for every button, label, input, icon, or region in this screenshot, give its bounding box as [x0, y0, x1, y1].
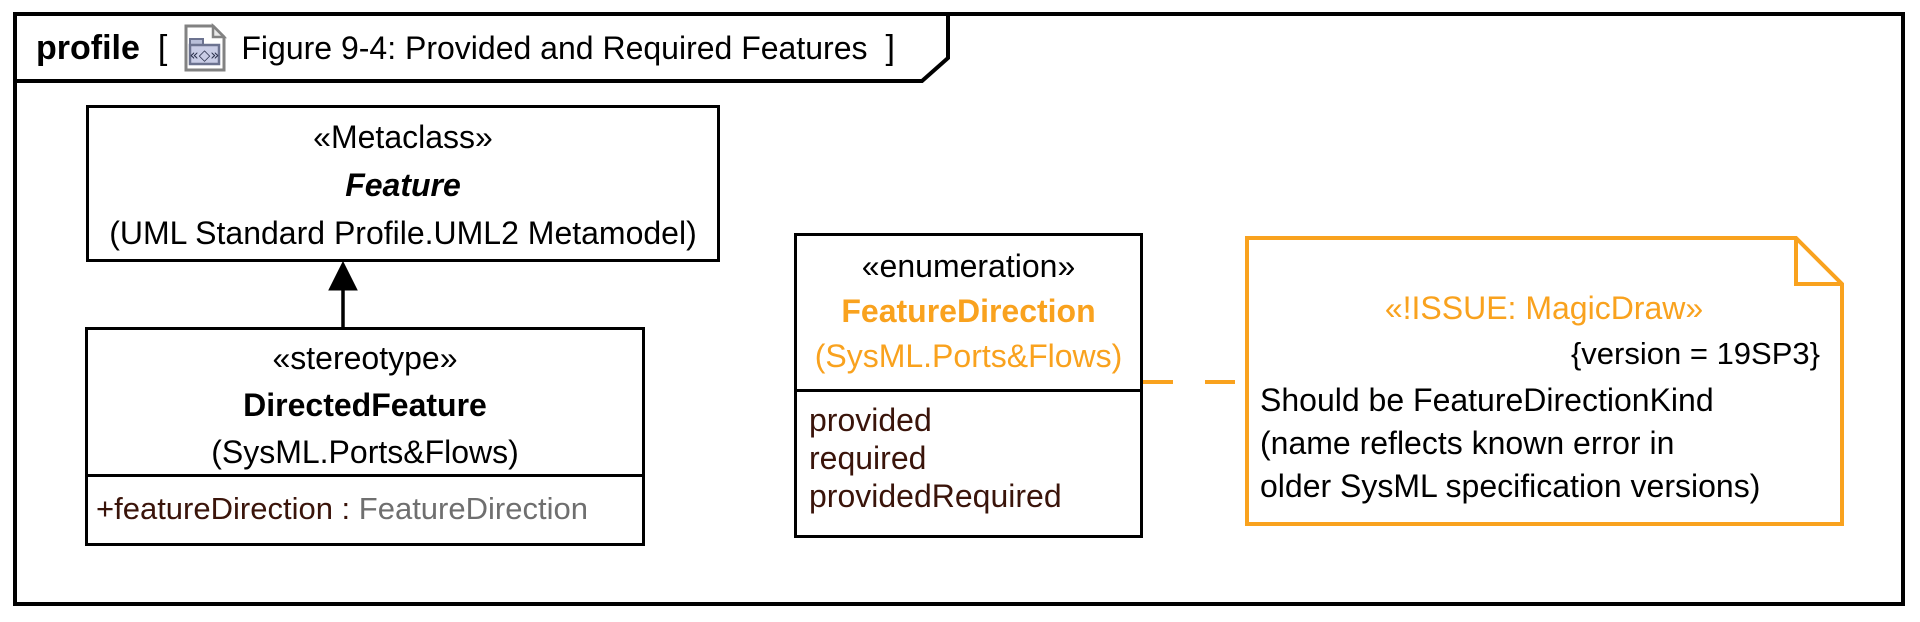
frame-bracket-open: [: [157, 28, 168, 67]
enumeration-literals-compartment: provided required providedRequired: [797, 392, 1140, 515]
stereotype-box-directedfeature[interactable]: «stereotype» DirectedFeature (SysML.Port…: [85, 327, 645, 546]
generalization-arrow[interactable]: [328, 260, 358, 329]
metaclass-package: (UML Standard Profile.UML2 Metamodel): [109, 215, 697, 251]
note-stereotype-label: «!ISSUE: MagicDraw»: [1384, 290, 1704, 326]
note-body-text: Should be FeatureDirectionKind (name ref…: [1260, 382, 1761, 504]
enum-literal: provided: [809, 402, 932, 438]
metaclass-stereotype-label: «Metaclass»: [313, 119, 493, 155]
frame-bracket-close: ]: [885, 28, 895, 67]
stereotype-stereotype-label: «stereotype»: [272, 340, 458, 376]
note-shape[interactable]: [1245, 236, 1844, 526]
frame-tab-shape[interactable]: [13, 12, 950, 83]
profile-diagram-icon: «◇»: [184, 23, 228, 72]
frame-title: Figure 9-4: Provided and Required Featur…: [241, 29, 868, 66]
enum-literal: providedRequired: [809, 478, 1062, 514]
enumeration-stereotype-label: «enumeration»: [861, 248, 1076, 284]
svg-text:«◇»: «◇»: [190, 46, 220, 64]
stereotype-header: «stereotype» DirectedFeature (SysML.Port…: [88, 330, 642, 477]
enum-literal: required: [809, 440, 927, 476]
metaclass-box-feature[interactable]: «Metaclass» Feature (UML Standard Profil…: [86, 105, 720, 262]
attribute-name: +featureDirection: [96, 490, 333, 526]
stereotype-package: (SysML.Ports&Flows): [211, 434, 519, 470]
issue-note[interactable]: «!ISSUE: MagicDraw» {version = 19SP3} Sh…: [1250, 238, 1838, 508]
enumeration-package: (SysML.Ports&Flows): [814, 338, 1123, 374]
metaclass-name: Feature: [345, 167, 461, 203]
attributes-compartment: +featureDirection : FeatureDirection: [88, 477, 642, 540]
attribute-type: FeatureDirection: [358, 490, 588, 526]
frame-kind-label: profile: [36, 28, 140, 67]
enumeration-header: «enumeration» FeatureDirection (SysML.Po…: [797, 236, 1140, 392]
frame-header: profile [ «◇» Figure 9-4: Provided and R…: [36, 22, 895, 74]
attribute-separator: :: [332, 490, 359, 526]
note-version-tag: {version = 19SP3}: [1570, 336, 1820, 371]
stereotype-name: DirectedFeature: [243, 387, 487, 423]
profile-frame[interactable]: [13, 12, 1905, 606]
metaclass-header: «Metaclass» Feature (UML Standard Profil…: [89, 108, 717, 257]
enumeration-box-featuredirection[interactable]: «enumeration» FeatureDirection (SysML.Po…: [794, 233, 1143, 538]
enumeration-name: FeatureDirection: [841, 293, 1096, 329]
